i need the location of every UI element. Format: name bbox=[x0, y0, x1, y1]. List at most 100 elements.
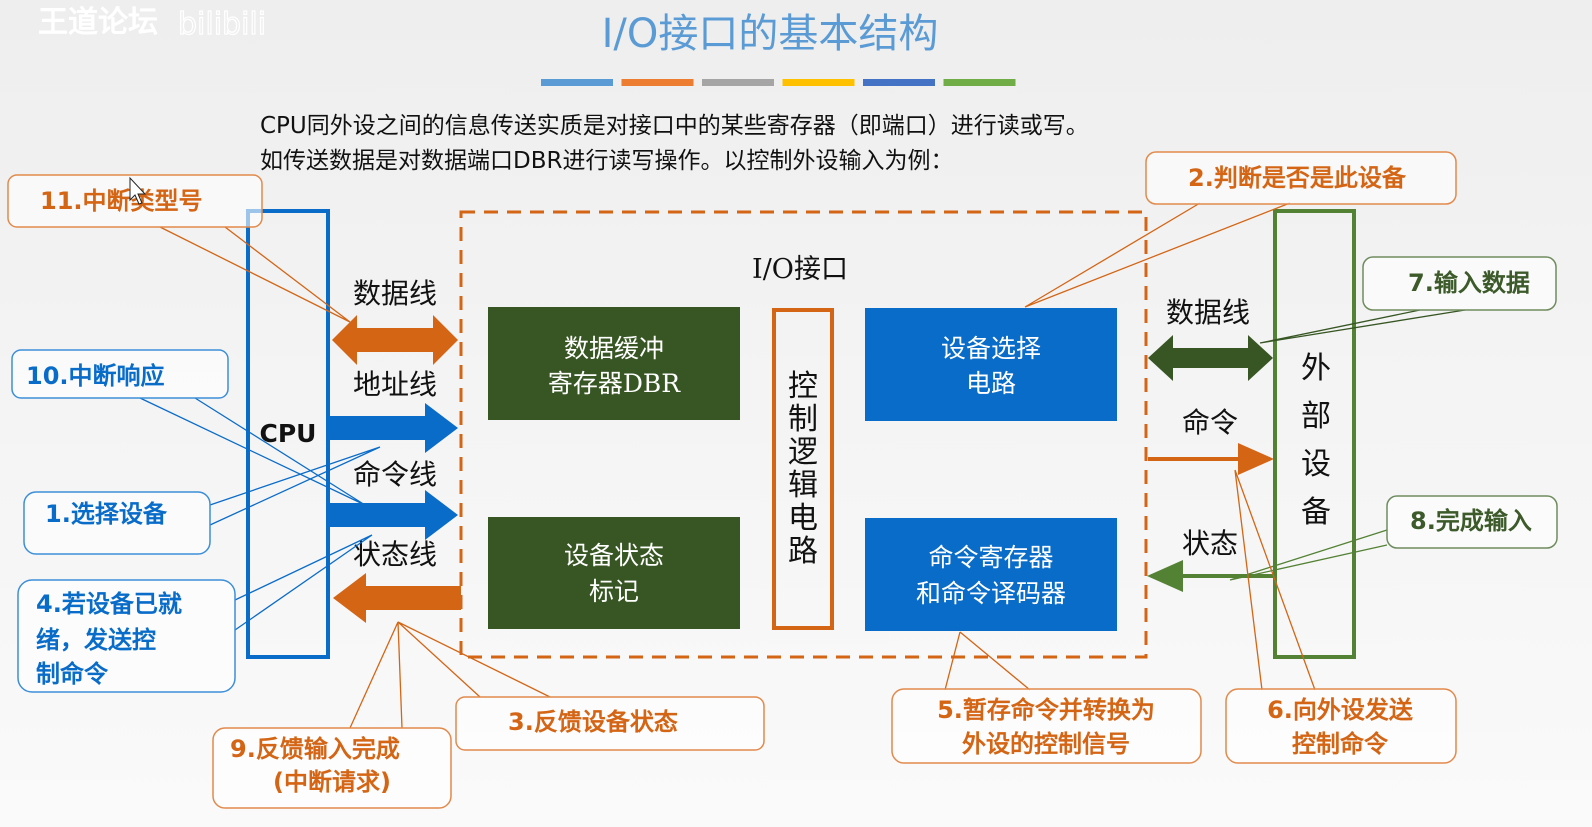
control-logic-char: 制 bbox=[788, 402, 818, 437]
address-bus-arrow bbox=[330, 403, 458, 453]
leader-line-6 bbox=[1234, 469, 1316, 691]
leader-line-8 bbox=[1229, 529, 1388, 581]
cpu-box[interactable] bbox=[246, 209, 330, 659]
callout-10-num: 10. bbox=[26, 362, 69, 390]
control-logic-char: 逻 bbox=[788, 435, 818, 470]
leader-line-11 bbox=[159, 226, 351, 323]
callout-4-num: 4. bbox=[36, 590, 62, 618]
svg-text:1.选择设备: 1.选择设备 bbox=[45, 500, 168, 528]
callout-4: 4.若设备已就 绪，发送控 制命令 bbox=[17, 579, 236, 693]
dbr-box[interactable] bbox=[488, 307, 740, 420]
svg-text:3.反馈设备状态: 3.反馈设备状态 bbox=[508, 708, 678, 736]
command-bus-arrow bbox=[330, 490, 458, 540]
callout-6-num: 6. bbox=[1267, 696, 1293, 724]
io-interface-boundary bbox=[459, 210, 1148, 659]
status-flag-box[interactable] bbox=[488, 517, 740, 629]
callout-3-text: 反馈设备状态 bbox=[534, 708, 678, 736]
callout-4-text-1: 若设备已就 bbox=[61, 590, 182, 618]
cpu-label: CPU bbox=[260, 419, 317, 448]
svg-text:7.输入数据: 7.输入数据 bbox=[1408, 269, 1530, 297]
title-bar-2 bbox=[702, 79, 774, 86]
callout-10: 10.中断响应 bbox=[11, 349, 229, 399]
callout-leader-lines bbox=[139, 202, 1466, 729]
title-bar-0 bbox=[541, 79, 613, 86]
callout-1-text: 选择设备 bbox=[71, 500, 168, 528]
callout-6-text-1: 向外设发送 bbox=[1293, 696, 1414, 724]
mouse-cursor-icon bbox=[129, 176, 147, 205]
intro-line-2: 如传送数据是对数据端口DBR进行读写操作。以控制外设输入为例： bbox=[260, 148, 953, 174]
callout-5-text-1: 暂存命令并转换为 bbox=[963, 696, 1155, 724]
command-register-label-2: 和命令译码器 bbox=[916, 579, 1066, 608]
title-bar-5 bbox=[943, 79, 1016, 86]
data-bus-arrow-left bbox=[332, 315, 458, 365]
device-select-box[interactable] bbox=[865, 308, 1117, 421]
bus-label-status: 状态线 bbox=[353, 538, 437, 571]
bus-label-address: 地址线 bbox=[353, 368, 437, 401]
callout-9-text-2: (中断请求) bbox=[273, 768, 391, 796]
bus-label-data: 数据线 bbox=[353, 277, 437, 310]
title-color-bars bbox=[541, 79, 1016, 86]
svg-text:6.向外设发送: 6.向外设发送 bbox=[1267, 696, 1414, 724]
watermark-brand: 王道论坛 bbox=[38, 5, 158, 40]
right-bus-label-command: 命令 bbox=[1182, 406, 1238, 439]
callout-11-num: 11. bbox=[40, 187, 83, 215]
callout-8-num: 8. bbox=[1410, 507, 1436, 535]
callout-2-text: 判断是否是此设备 bbox=[1214, 164, 1407, 192]
svg-text:11.中断类型号: 11.中断类型号 bbox=[40, 187, 203, 215]
callout-7-num: 7. bbox=[1408, 269, 1434, 297]
callout-7-text: 输入数据 bbox=[1434, 269, 1530, 297]
callout-5-text-2: 外设的控制信号 bbox=[962, 730, 1130, 758]
dbr-label-2: 寄存器DBR bbox=[548, 369, 681, 398]
control-logic-char: 辑 bbox=[788, 468, 818, 503]
callout-5-num: 5. bbox=[937, 696, 963, 724]
right-bus-label-status: 状态 bbox=[1182, 527, 1238, 560]
external-device-char: 外 bbox=[1301, 351, 1331, 386]
watermark-logo: bilibili bbox=[178, 7, 266, 42]
leader-line-4 bbox=[234, 534, 373, 631]
external-device-char: 备 bbox=[1301, 495, 1331, 530]
callout-9-num: 9. bbox=[230, 735, 256, 763]
callout-2-num: 2. bbox=[1188, 164, 1214, 192]
external-device-char: 设 bbox=[1301, 447, 1331, 482]
page-title: I/O接口的基本结构 bbox=[602, 11, 939, 57]
leader-line-9 bbox=[349, 621, 403, 729]
control-logic-char: 控 bbox=[788, 369, 818, 404]
callout-4-text-2: 绪，发送控 bbox=[36, 626, 156, 654]
intro-line-1: CPU同外设之间的信息传送实质是对接口中的某些寄存器（即端口）进行读或写。 bbox=[260, 113, 1089, 139]
data-bus-arrow-right bbox=[1148, 335, 1273, 381]
external-device-box[interactable] bbox=[1273, 209, 1356, 659]
svg-text:5.暂存命令并转换为: 5.暂存命令并转换为 bbox=[937, 696, 1155, 724]
callout-4-text-3: 制命令 bbox=[36, 660, 109, 688]
leader-line-5 bbox=[944, 631, 1031, 691]
leader-line-10 bbox=[139, 397, 366, 506]
control-logic-box[interactable] bbox=[772, 308, 834, 630]
leader-line-1 bbox=[209, 446, 381, 526]
callout-7: 7.输入数据 bbox=[1362, 256, 1557, 311]
command-register-box[interactable] bbox=[865, 518, 1117, 631]
callout-1: 1.选择设备 bbox=[23, 491, 211, 555]
control-logic-char: 路 bbox=[788, 534, 818, 569]
callout-3-num: 3. bbox=[508, 708, 534, 736]
bus-label-command: 命令线 bbox=[353, 458, 437, 491]
svg-text:9.反馈输入完成: 9.反馈输入完成 bbox=[230, 735, 400, 763]
callout-6: 6.向外设发送 控制命令 bbox=[1225, 688, 1457, 764]
leader-line-7 bbox=[1259, 309, 1466, 344]
device-select-label-1: 设备选择 bbox=[941, 334, 1041, 363]
svg-text:4.若设备已就: 4.若设备已就 bbox=[36, 590, 182, 618]
callout-2: 2.判断是否是此设备 bbox=[1145, 151, 1457, 205]
command-register-label-1: 命令寄存器 bbox=[928, 543, 1053, 572]
callout-8-text: 完成输入 bbox=[1436, 507, 1532, 535]
svg-text:10.中断响应: 10.中断响应 bbox=[26, 362, 165, 390]
leader-line-3 bbox=[397, 621, 551, 698]
dbr-label-1: 数据缓冲 bbox=[564, 334, 664, 363]
callout-9: 9.反馈输入完成 (中断请求) bbox=[212, 727, 452, 809]
device-select-label-2: 电路 bbox=[966, 369, 1016, 398]
status-flag-label-2: 标记 bbox=[589, 577, 639, 606]
leader-line-2 bbox=[1024, 202, 1291, 308]
right-bus-label-data: 数据线 bbox=[1166, 296, 1250, 329]
callout-8: 8.完成输入 bbox=[1386, 495, 1558, 549]
callouts: 11.中断类型号 10.中断响应 1.选择设备 4.若设备已就 绪，发送控 制命… bbox=[7, 151, 1558, 809]
callout-10-text: 中断响应 bbox=[69, 362, 165, 390]
